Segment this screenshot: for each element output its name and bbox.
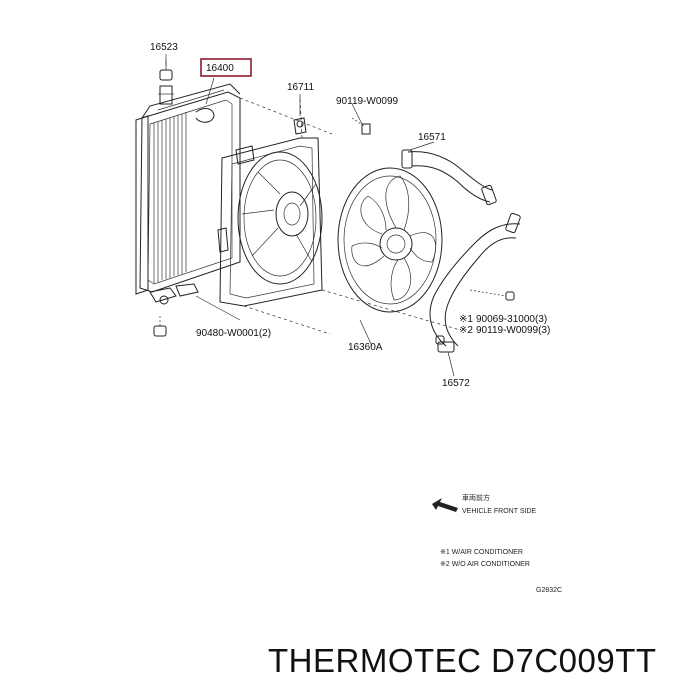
brand-part-number: THERMOTEC D7C009TT [268, 642, 657, 679]
label-16360A: 16360A [348, 342, 383, 353]
label-16523: 16523 [150, 42, 178, 53]
vehicle-front-legend: 車両前方 VEHICLE FRONT SIDE [432, 493, 536, 515]
label-16572: 16572 [442, 378, 470, 389]
label-90119-bottom-num: 90119-W0099(3) [476, 325, 550, 336]
leader-lines [165, 54, 455, 377]
radiator-assembly [135, 60, 241, 337]
legend-note-2: ※2 W/O AIR CONDITIONER [440, 561, 530, 568]
radiator-fins [153, 112, 187, 283]
label-90069: ※1 [459, 314, 473, 325]
assembly-lines [239, 95, 461, 335]
highlight-box-16400 [200, 58, 252, 77]
fan-blades [351, 175, 436, 301]
bolts [351, 117, 515, 345]
lower-hose [429, 212, 521, 353]
label-16571: 16571 [418, 132, 446, 143]
label-90480: 90480-W0001(2) [196, 328, 271, 339]
label-16400: 16400 [206, 63, 234, 74]
label-16711: 16711 [287, 82, 315, 93]
label-90069-num: 90069-31000(3) [476, 314, 547, 325]
upper-hose [401, 149, 497, 206]
label-90119-top: 90119-W0099 [336, 96, 399, 107]
front-arrow-icon [432, 498, 458, 512]
label-90119-bottom: ※2 [459, 325, 473, 336]
fan-shroud [217, 117, 323, 307]
legend-arrow-jp: 車両前方 [462, 493, 490, 502]
cooling-fan [337, 167, 443, 313]
legend-note-1: ※1 W/AIR CONDITIONER [440, 549, 523, 556]
legend-arrow-en: VEHICLE FRONT SIDE [462, 508, 536, 515]
legend-code: G2832C [536, 587, 562, 594]
